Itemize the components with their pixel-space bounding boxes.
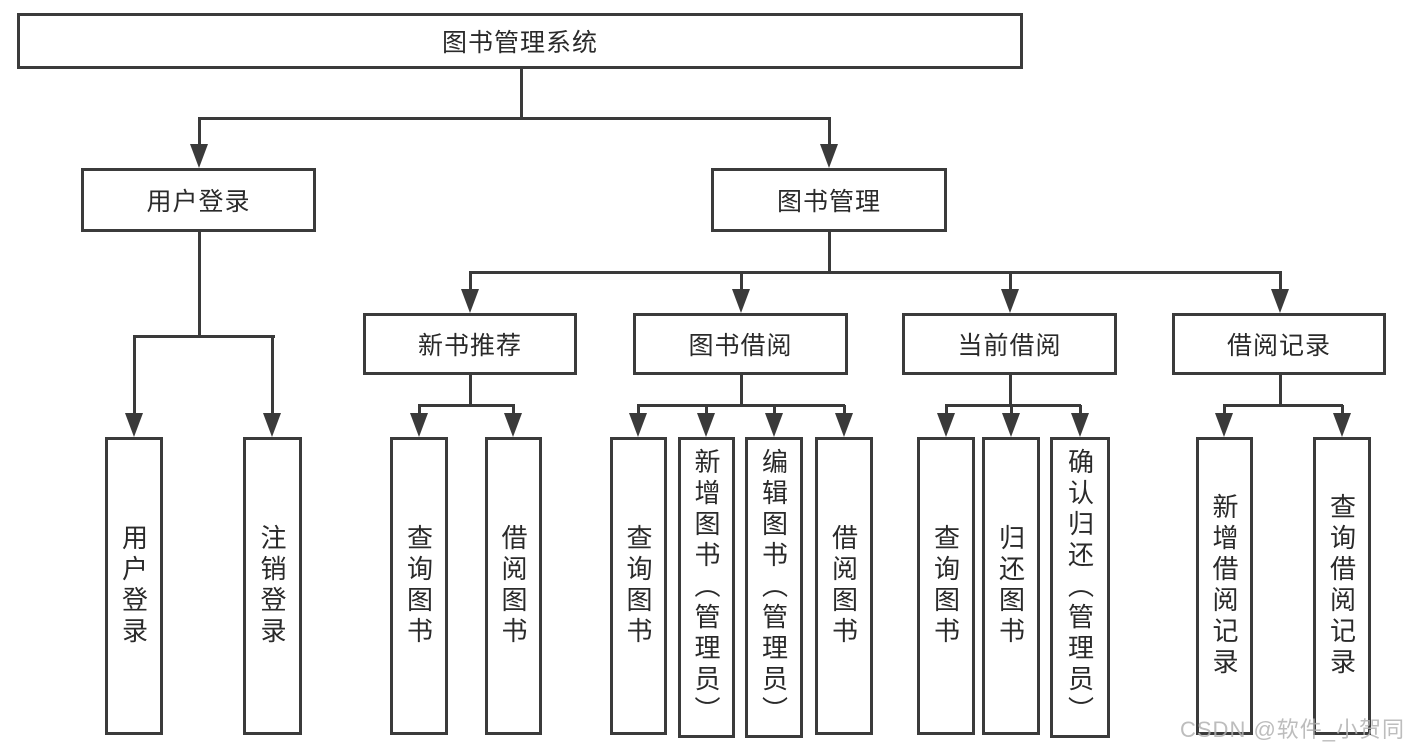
node-label: 查询图书 bbox=[623, 524, 653, 648]
node-book-management: 图书管理 bbox=[711, 168, 947, 232]
arrow-down-icon bbox=[410, 413, 428, 437]
connector-line bbox=[418, 404, 515, 407]
node-label: 图书借阅 bbox=[688, 332, 793, 360]
arrow-down-icon bbox=[1002, 413, 1020, 437]
node-label: 新增借阅记录 bbox=[1209, 493, 1239, 679]
connector-line bbox=[1010, 405, 1013, 415]
node-label: 注销登录 bbox=[257, 524, 287, 648]
leaf-logout: 注销登录 bbox=[243, 437, 302, 735]
leaf-edit-book-admin: 编辑图书（管理员） bbox=[745, 437, 803, 738]
leaf-add-book-admin: 新增图书（管理员） bbox=[678, 437, 735, 738]
leaf-query-borrow-record: 查询借阅记录 bbox=[1313, 437, 1371, 735]
arrow-down-icon bbox=[765, 413, 783, 437]
connector-line bbox=[1279, 375, 1282, 405]
arrow-down-icon bbox=[263, 413, 281, 437]
node-label: 图书管理系统 bbox=[441, 29, 598, 57]
arrow-down-icon bbox=[125, 413, 143, 437]
csdn-watermark: CSDN @软件_小贺同学 bbox=[1180, 717, 1405, 742]
arrow-down-icon bbox=[504, 413, 522, 437]
leaf-query-books: 查询图书 bbox=[917, 437, 975, 735]
arrow-down-icon bbox=[732, 289, 750, 313]
connector-line bbox=[1009, 375, 1012, 405]
node-label: 编辑图书（管理员） bbox=[758, 448, 789, 727]
node-label: 当前借阅 bbox=[957, 332, 1062, 360]
connector-line bbox=[828, 232, 831, 272]
connector-line bbox=[198, 232, 201, 336]
leaf-user-login: 用户登录 bbox=[105, 437, 163, 735]
connector-line bbox=[133, 336, 136, 415]
connector-line bbox=[740, 272, 743, 291]
node-new-book-recommendation: 新书推荐 bbox=[363, 313, 577, 375]
arrow-down-icon bbox=[1271, 289, 1289, 313]
connector-line bbox=[469, 272, 472, 291]
node-book-borrowing: 图书借阅 bbox=[633, 313, 848, 375]
connector-line bbox=[1223, 404, 1343, 407]
connector-line bbox=[637, 404, 845, 407]
leaf-query-books: 查询图书 bbox=[610, 437, 667, 735]
leaf-query-books: 查询图书 bbox=[390, 437, 448, 735]
arrow-down-icon bbox=[1001, 289, 1019, 313]
connector-line bbox=[198, 118, 201, 146]
connector-line bbox=[945, 405, 948, 415]
connector-line bbox=[469, 375, 472, 405]
arrow-down-icon bbox=[1071, 413, 1089, 437]
node-label: 查询借阅记录 bbox=[1326, 493, 1357, 679]
connector-line bbox=[773, 405, 776, 415]
connector-line bbox=[1009, 272, 1012, 291]
node-label: 确认归还（管理员） bbox=[1064, 448, 1095, 727]
connector-line bbox=[843, 405, 846, 415]
leaf-return-books: 归还图书 bbox=[982, 437, 1040, 735]
node-label: 新书推荐 bbox=[417, 332, 522, 360]
arrow-down-icon bbox=[1215, 413, 1233, 437]
connector-line bbox=[945, 404, 1081, 407]
arrow-down-icon bbox=[937, 413, 955, 437]
arrow-down-icon bbox=[190, 144, 208, 168]
node-label: 查询图书 bbox=[930, 524, 961, 648]
node-label: 新增图书（管理员） bbox=[691, 448, 721, 727]
arrow-down-icon bbox=[461, 289, 479, 313]
connector-line bbox=[271, 336, 274, 415]
node-borrowing-records: 借阅记录 bbox=[1172, 313, 1386, 375]
arrow-down-icon bbox=[835, 413, 853, 437]
node-library-management-system: 图书管理系统 bbox=[17, 13, 1023, 69]
node-label: 图书管理 bbox=[776, 188, 881, 216]
node-label: 用户登录 bbox=[118, 524, 149, 648]
connector-line bbox=[705, 405, 708, 415]
connector-line bbox=[512, 405, 515, 415]
node-label: 归还图书 bbox=[995, 524, 1026, 648]
node-label: 用户登录 bbox=[146, 188, 251, 216]
connector-line bbox=[1279, 272, 1282, 291]
connector-line bbox=[1223, 405, 1226, 415]
connector-line bbox=[133, 335, 275, 338]
node-label: 借阅记录 bbox=[1226, 332, 1331, 360]
leaf-confirm-return-admin: 确认归还（管理员） bbox=[1050, 437, 1110, 738]
connector-line bbox=[1341, 405, 1344, 415]
node-current-borrowing: 当前借阅 bbox=[902, 313, 1117, 375]
connector-line bbox=[418, 405, 421, 415]
node-label: 借阅图书 bbox=[828, 524, 859, 648]
node-user-login: 用户登录 bbox=[81, 168, 316, 232]
connector-line bbox=[1079, 405, 1082, 415]
connector-line bbox=[637, 405, 640, 415]
arrow-down-icon bbox=[820, 144, 838, 168]
arrow-down-icon bbox=[1333, 413, 1351, 437]
connector-line bbox=[198, 117, 831, 120]
leaf-borrow-books: 借阅图书 bbox=[485, 437, 542, 735]
leaf-borrow-books: 借阅图书 bbox=[815, 437, 873, 735]
connector-line bbox=[740, 375, 743, 405]
connector-line bbox=[469, 271, 1282, 274]
arrow-down-icon bbox=[629, 413, 647, 437]
connector-line bbox=[520, 69, 523, 118]
leaf-add-borrow-record: 新增借阅记录 bbox=[1196, 437, 1253, 735]
connector-line bbox=[828, 118, 831, 146]
arrow-down-icon bbox=[697, 413, 715, 437]
node-label: 查询图书 bbox=[403, 524, 434, 648]
node-label: 借阅图书 bbox=[498, 524, 528, 648]
